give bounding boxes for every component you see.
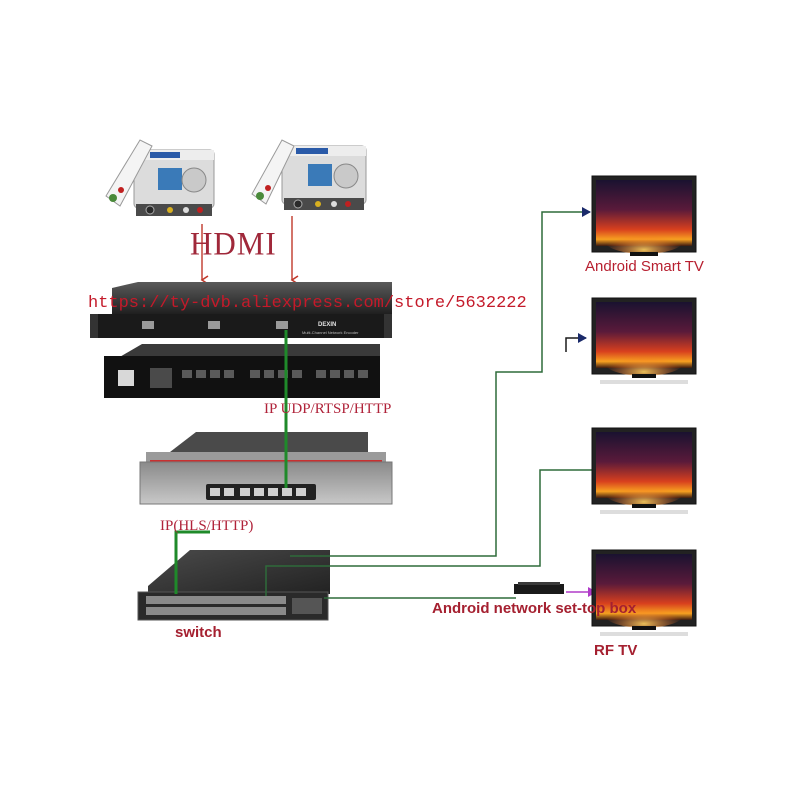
server-to-switch-line bbox=[174, 530, 210, 594]
encoder-rear-panel bbox=[104, 344, 380, 398]
store-url-watermark: https://ty-dvb.aliexpress.com/store/5632… bbox=[88, 294, 527, 313]
tv2-arrow bbox=[565, 333, 587, 352]
android-stb-label: Android network set-top box bbox=[432, 600, 637, 617]
hdmi-label: HDMI bbox=[190, 225, 277, 262]
switch-to-tv3-line bbox=[265, 469, 598, 596]
ip-hls-http-label: IP(HLS/HTTP) bbox=[160, 518, 254, 534]
tv-3 bbox=[591, 427, 697, 514]
set-top-box-1 bbox=[133, 149, 215, 216]
android-set-top-box bbox=[514, 582, 564, 594]
tv-4 bbox=[591, 549, 697, 636]
android-smart-tv-label: Android Smart TV bbox=[585, 258, 704, 275]
encoder-model: Multi-Channel Network Encoder bbox=[302, 330, 359, 335]
rf-tv-label: RF TV bbox=[594, 642, 638, 659]
switch-to-tv1-line bbox=[290, 207, 591, 557]
encoder-brand: DEXIN bbox=[318, 322, 336, 328]
network-switch bbox=[137, 550, 330, 621]
set-top-box-2 bbox=[281, 145, 367, 210]
hdmi-encoder: DEXIN Multi-Channel Network Encoder bbox=[90, 282, 392, 338]
switch-label: switch bbox=[175, 624, 222, 641]
ip-udp-rtsp-http-label: IP UDP/RTSP/HTTP bbox=[264, 401, 392, 417]
streaming-server bbox=[139, 432, 393, 505]
tv-2 bbox=[591, 297, 697, 384]
remote-control-1 bbox=[105, 139, 153, 207]
remote-control-2 bbox=[251, 139, 295, 205]
tv-1 bbox=[591, 175, 697, 256]
